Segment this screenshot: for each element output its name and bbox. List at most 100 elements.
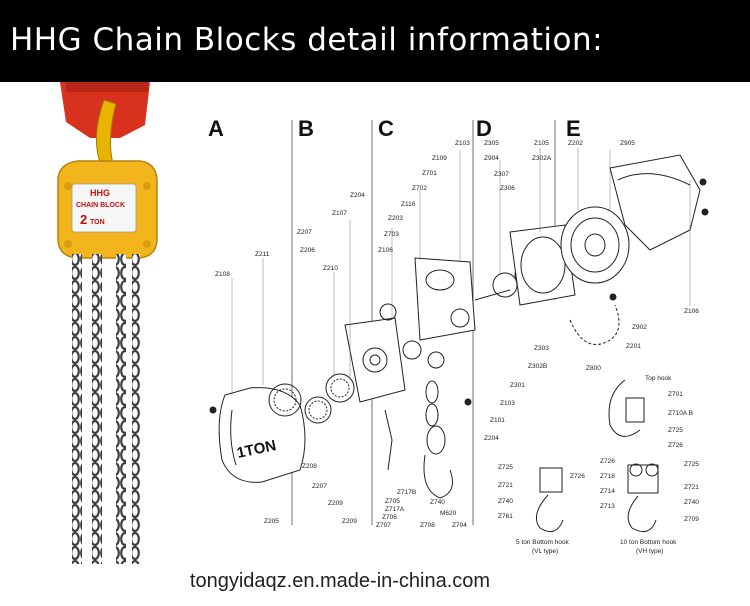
section-label-a: A [208,116,224,141]
part-label: Z204 [484,435,499,442]
top-hook [608,379,641,437]
plate-capacity: 2 [80,212,87,227]
part-label: Z210 [323,265,338,272]
pinion-c [402,340,422,360]
part-label: Z725 [668,427,683,434]
load-sheave-frame [414,257,476,341]
part-label: Z201 [626,343,641,350]
part-label: Z302B [528,363,547,370]
part-label: Z721 [498,482,513,489]
chain-link [425,403,439,427]
footer-url: tongyidaqz.en.made-in-china.com [189,570,491,592]
header-banner: HHG Chain Blocks detail information: [0,0,750,82]
part-label: Z902 [632,324,647,331]
part-label: Z305 [484,140,499,147]
part-label: Z710A B [668,410,693,417]
part-label: Z105 [534,140,549,147]
part-label: Z701 [422,170,437,177]
page-title: HHG Chain Blocks detail information: [10,22,604,58]
housing-bolt [64,182,72,190]
part-label: Z701 [668,391,683,398]
part-label: Z708 [420,522,435,529]
gear-b2 [304,396,332,424]
plate-line: CHAIN BLOCK [76,202,125,209]
top-hook-yoke [625,397,645,423]
part-label: Z208 [302,463,317,470]
part-label: Z106 [378,247,393,254]
bottom-hook-5t-block [539,467,563,493]
part-label: Z704 [452,522,467,529]
part-label: Z106 [684,308,699,315]
part-label: Z725 [498,464,513,471]
part-label: Z761 [498,513,513,520]
part-label: Z109 [432,155,447,162]
hand-chain-loop [569,304,620,345]
part-label: Z740 [430,499,445,506]
part-label: Z703 [384,231,399,238]
part-label: Z207 [297,229,312,236]
part-label: Z303 [534,345,549,352]
bottom-hook-5t [535,494,564,533]
gear-b1-teeth [273,388,297,412]
bottom-hook-10t-sheave [645,463,659,477]
side-cover-housing [218,387,306,483]
caption-bottom-hook-10t: 10 ton Bottom hook [620,539,677,546]
part-label: Z702 [412,185,427,192]
product-photo: HHG CHAIN BLOCK 2 TON [57,82,158,564]
cover-edge [617,173,691,186]
part-label: Z725 [684,461,699,468]
part-labels: Z103 Z305 Z105 Z202 Z905 Z109 Z904 Z302A… [215,140,699,555]
part-label: Z302A [532,155,552,162]
part-label: Z107 [332,210,347,217]
chain-link [425,380,439,404]
pawl-assembly [384,409,393,471]
part-label: Z211 [255,251,270,258]
caption-top-hook: Top hook [645,375,672,382]
small-gear-c [379,303,397,321]
gear-b1 [268,383,302,417]
gear-b3-teeth [330,378,350,398]
part-label: M620 [440,510,457,517]
part-label: Z707 [376,522,391,529]
part-label: Z726 [668,442,683,449]
plate-bearing-hub [369,354,381,366]
bolt [464,398,472,406]
part-label: Z800 [586,365,601,372]
gear-b2-teeth [308,400,328,420]
part-label: Z717A [385,506,405,513]
part-label: Z301 [510,382,525,389]
part-label: Z206 [300,247,315,254]
housing-bolt [143,240,151,248]
hand-wheel-inner [570,217,620,273]
section-label-d: D [476,116,492,141]
part-label: Z103 [455,140,470,147]
plate-unit: TON [90,219,105,226]
housing-edge [230,409,237,466]
part-label: Z740 [684,499,699,506]
caption-bottom-hook-10t-type: (VH type) [636,548,663,555]
section-label-e: E [566,116,581,141]
chain-link [426,425,446,455]
load-chains [72,254,140,564]
sheave-roller [450,308,470,328]
housing-bolt [64,240,72,248]
part-label: Z205 [264,518,279,525]
housing-bolt [143,182,151,190]
part-label: Z203 [388,215,403,222]
part-label: Z209 [328,500,343,507]
bolt [701,208,709,216]
part-label: Z207 [312,483,327,490]
part-label: Z705 [385,498,400,505]
caption-bottom-hook-5t: 5 ton Bottom hook [516,539,570,546]
plate-bearing [362,347,388,373]
part-label: Z721 [684,484,699,491]
part-label: Z713 [600,503,615,510]
part-label: Z714 [600,488,615,495]
part-label: Z202 [568,140,583,147]
part-label: Z101 [490,417,505,424]
bottom-hook-10t-block [627,464,659,494]
part-label: Z709 [684,516,699,523]
hand-wheel-hub [584,233,606,257]
part-label: Z307 [494,171,509,178]
